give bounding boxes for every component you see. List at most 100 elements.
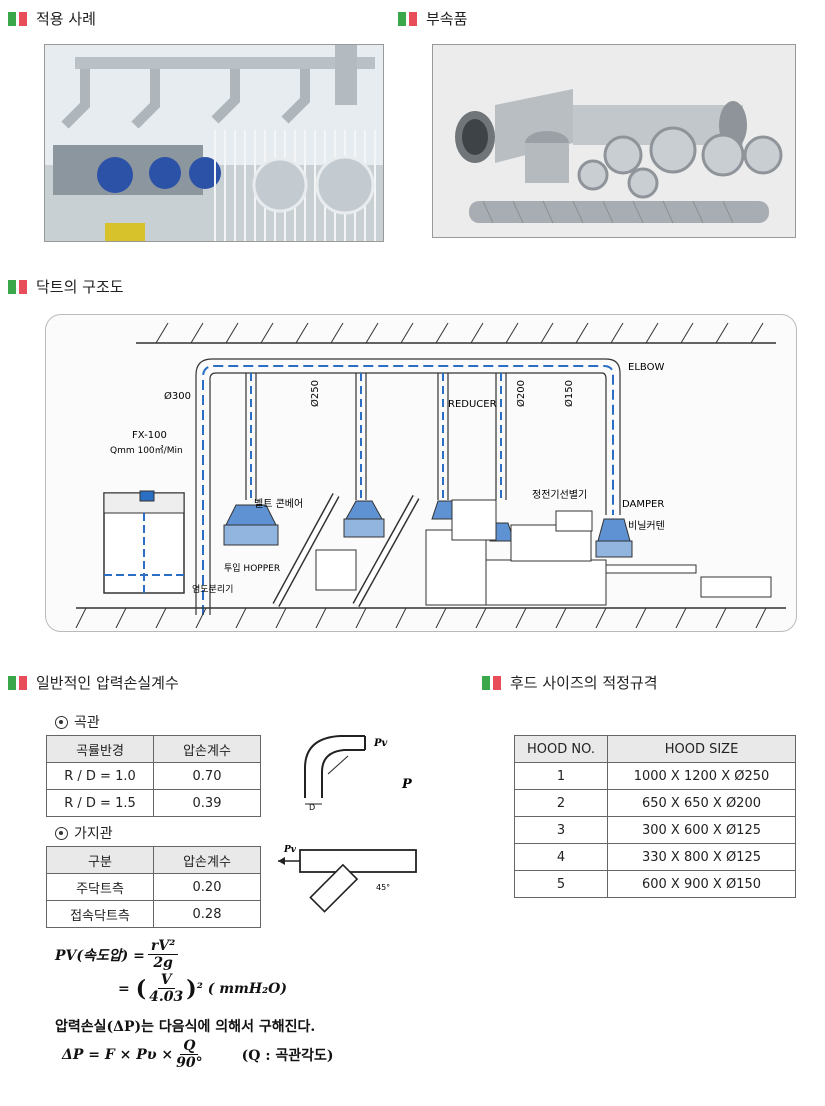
section-marker-icon [398, 11, 418, 26]
table-cell: 2 [514, 789, 608, 817]
table-header-row: 곡률반경 압손계수 [46, 735, 261, 763]
table-cell: 5 [514, 870, 608, 898]
table-cell: 4 [514, 843, 608, 871]
section-title: 닥트의 구조도 [36, 278, 124, 296]
qmm-label: Qmm 100㎥/Min [110, 445, 183, 456]
table-cell: 300 X 600 X Ø125 [607, 816, 796, 844]
pv-lhs: PV(속도압) = [55, 947, 145, 964]
table-header-cell: 압손계수 [153, 846, 261, 874]
section-title: 후드 사이즈의 적정규격 [510, 674, 658, 692]
belt-conveyor-label: 벨트 콘베어 [254, 498, 303, 510]
pv-fraction: rV² 2g [147, 938, 179, 971]
table-header-cell: HOOD SIZE [607, 735, 796, 763]
bullet-circle-icon [55, 715, 68, 729]
accessories-photo [432, 44, 796, 238]
table-header-cell: HOOD NO. [514, 735, 608, 763]
table-cell: R / D = 1.5 [46, 789, 154, 817]
branch-angle-label: 45° [376, 883, 390, 892]
d200-label: Ø200 [515, 380, 527, 407]
elbow-pv-label: Pv [373, 738, 388, 749]
branch-subheading: 가지관 [55, 823, 113, 843]
section-marker-icon [8, 11, 28, 26]
table-cell: 1000 X 1200 X Ø250 [607, 762, 796, 790]
v-numerator: V [157, 972, 175, 989]
hood-size-table: HOOD NO. HOOD SIZE 1 1000 X 1200 X Ø250 … [514, 735, 796, 898]
bullet-circle-icon [55, 826, 68, 840]
v-fraction: V 4.03 [149, 972, 183, 1005]
pressure-loss-sentence: 압력손실(ΔP)는 다음식에 의해서 구해진다. [55, 1019, 316, 1035]
table-row: 3 300 X 600 X Ø125 [514, 816, 796, 844]
eq2-suffix: ² ( mmH₂O) [196, 980, 287, 997]
eq2-prefix: = [118, 980, 130, 997]
table-cell: 0.39 [153, 789, 261, 817]
application-photo [44, 44, 384, 242]
table-row: 주닥트측 0.20 [46, 873, 261, 901]
dp-formula: ΔP = F × Pυ × Q 90° (Q : 곡관각도) [62, 1038, 334, 1071]
elbow-p-label: P [401, 777, 413, 792]
separator-label: 염도분리기 [192, 584, 233, 595]
pv-formula-2: = ( V 4.03 ) ² ( mmH₂O) [118, 972, 287, 1005]
section-marker-icon [482, 675, 502, 690]
section-accessories: 부속품 [398, 8, 467, 29]
elbow-label: ELBOW [628, 362, 664, 373]
table-header-row: 구분 압손계수 [46, 846, 261, 874]
hopper-label: 투입 HOPPER [224, 562, 280, 574]
reducer-label: REDUCER [448, 399, 497, 410]
dp-numerator: Q [180, 1038, 199, 1055]
table-cell: 600 X 900 X Ø150 [607, 870, 796, 898]
table-cell: 주닥트측 [46, 873, 154, 901]
duct-structure-diagram: FX-100 Qmm 100㎥/Min Ø300 Ø250 Ø200 Ø150 … [45, 314, 797, 632]
elbow-sketch: Pv P D [304, 735, 413, 810]
section-title: 일반적인 압력손실계수 [36, 674, 179, 692]
elbow-subheading: 곡관 [55, 712, 100, 732]
dp-lhs: ΔP = F × Pυ × [62, 1046, 174, 1063]
paren-open: ( [135, 975, 147, 1002]
elbow-table: 곡률반경 압손계수 R / D = 1.0 0.70 R / D = 1.5 0… [46, 735, 261, 817]
section-hood-spec: 후드 사이즈의 적정규격 [482, 672, 658, 693]
table-cell: 0.28 [153, 900, 261, 928]
dp-note: (Q : 곡관각도) [241, 1047, 334, 1064]
table-header-cell: 곡률반경 [46, 735, 154, 763]
section-marker-icon [8, 675, 28, 690]
table-cell: 330 X 800 X Ø125 [607, 843, 796, 871]
d150-label: Ø150 [563, 380, 575, 407]
section-marker-icon [8, 279, 28, 294]
dp-fraction: Q 90° [176, 1038, 202, 1071]
d250-label: Ø250 [309, 380, 321, 407]
table-cell: 3 [514, 816, 608, 844]
paren-close: ) [186, 975, 197, 1002]
vinyl-curtain-label: 비닐커텐 [628, 520, 665, 532]
table-row: 5 600 X 900 X Ø150 [514, 870, 796, 898]
pv-numerator: rV² [147, 938, 179, 955]
table-cell: 1 [514, 762, 608, 790]
table-header-row: HOOD NO. HOOD SIZE [514, 735, 796, 763]
table-row: 1 1000 X 1200 X Ø250 [514, 762, 796, 790]
table-cell: 접속닥트측 [46, 900, 154, 928]
elbow-title: 곡관 [74, 715, 100, 731]
duct-diagram-svg: FX-100 Qmm 100㎥/Min Ø300 Ø250 Ø200 Ø150 … [75, 322, 786, 629]
table-cell: 0.70 [153, 762, 261, 790]
pv-formula-1: PV(속도압) = rV² 2g [55, 938, 181, 971]
table-header-cell: 구분 [46, 846, 154, 874]
section-title: 부속품 [426, 10, 468, 28]
table-cell: R / D = 1.0 [46, 762, 154, 790]
table-row: R / D = 1.5 0.39 [46, 789, 261, 817]
dp-denominator: 90° [176, 1055, 203, 1071]
table-cell: 0.20 [153, 873, 261, 901]
section-pressure-loss: 일반적인 압력손실계수 [8, 672, 179, 693]
elbow-d-label: D [309, 803, 315, 810]
table-header-cell: 압손계수 [153, 735, 261, 763]
branch-pv-label: Pv [283, 845, 297, 855]
section-duct-structure: 닥트의 구조도 [8, 276, 124, 297]
table-cell: 650 X 650 X Ø200 [607, 789, 796, 817]
table-row: R / D = 1.0 0.70 [46, 762, 261, 790]
electrostatic-label: 정전기선별기 [532, 489, 587, 501]
section-application: 적용 사례 [8, 8, 96, 29]
damper-label: DAMPER [622, 499, 664, 510]
branch-table: 구분 압손계수 주닥트측 0.20 접속닥트측 0.28 [46, 846, 261, 928]
table-row: 4 330 X 800 X Ø125 [514, 843, 796, 871]
fx-label: FX-100 [132, 430, 167, 441]
v-denominator: 4.03 [149, 989, 184, 1005]
d300-label: Ø300 [164, 390, 191, 402]
branch-title: 가지관 [74, 826, 113, 842]
